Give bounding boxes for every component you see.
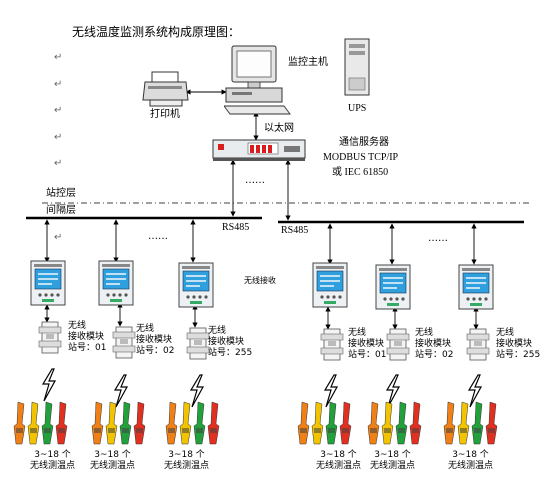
paragraph-mark: ↵ — [54, 79, 63, 90]
paragraph-mark: ↵ — [54, 158, 63, 169]
receiver-module-label-line: 接收模块 — [208, 337, 245, 347]
display-unit-icon — [178, 262, 214, 308]
sensor-group-label-line: 3~18 个 — [168, 450, 205, 460]
sensor-group-label: 3~18 个无线测温点 — [316, 450, 361, 472]
ups-icon — [344, 38, 370, 96]
wireless-signal-icon — [385, 374, 401, 408]
temperature-sensor-icon — [13, 401, 68, 445]
sensor-group-label-line: 无线测温点 — [448, 461, 494, 471]
communication-server-icon — [212, 139, 306, 161]
display-unit-icon — [375, 264, 411, 310]
paragraph-mark: ↵ — [54, 105, 63, 116]
receiver-module-icon — [186, 327, 210, 360]
sensor-group-label-line: 无线测温点 — [90, 461, 136, 471]
temperature-sensor-icon — [443, 401, 498, 445]
ups-label: UPS — [348, 103, 367, 114]
receiver-module-label-line: 站号：02 — [415, 350, 454, 360]
display-unit-icon — [98, 260, 134, 306]
sensor-group-label-line: 无线测温点 — [164, 461, 210, 471]
temperature-sensor-icon — [367, 401, 422, 445]
receiver-module-label-line: 站号：01 — [348, 350, 387, 360]
sensor-group-label-line: 3~18 个 — [94, 450, 131, 460]
wireless-signal-icon — [113, 374, 129, 408]
ellipsis: …… — [148, 231, 168, 242]
receiver-module-label: 无线接收模块站号：02 — [415, 328, 453, 361]
receiver-module-label-line: 无线 — [348, 328, 367, 338]
receiver-module-label-line: 无线 — [496, 328, 515, 338]
paragraph-mark: ↵ — [54, 132, 63, 143]
wireless-signal-icon — [467, 374, 483, 408]
receiver-module-label: 无线接收模块站号：255 — [496, 328, 540, 361]
rs485-label-left: RS485 — [222, 222, 250, 233]
sensor-group-label: 3~18 个无线测温点 — [370, 450, 415, 472]
receiver-module-icon — [38, 321, 62, 354]
receiver-module-label: 无线接收模块站号：255 — [208, 326, 252, 359]
receiver-module-icon — [466, 328, 490, 361]
receiver-module-label-line: 无线 — [68, 321, 87, 331]
sensor-group-label: 3~18 个无线测温点 — [90, 450, 135, 472]
display-unit-icon — [458, 264, 494, 310]
receiver-module-label: 无线接收模块站号：02 — [136, 324, 174, 357]
receiver-module-label-line: 站号：02 — [136, 346, 175, 356]
receiver-module-label-line: 接收模块 — [496, 339, 533, 349]
computer-icon — [224, 45, 291, 115]
receiver-module-label-line: 接收模块 — [348, 339, 385, 349]
receiver-module-label-line: 无线 — [415, 328, 434, 338]
sensor-group-label-line: 无线测温点 — [316, 461, 362, 471]
receiver-module-label-line: 无线 — [136, 324, 155, 334]
receiver-module-label-line: 无线 — [208, 326, 227, 336]
display-unit-icon — [30, 260, 66, 306]
sensor-group-label-line: 3~18 个 — [374, 450, 411, 460]
sensor-group-label: 3~18 个无线测温点 — [30, 450, 75, 472]
printer-icon — [142, 71, 189, 107]
comm-protocol-iec: 或 IEC 61850 — [332, 167, 389, 178]
ellipsis: …… — [428, 233, 448, 244]
sensor-group-label-line: 无线测温点 — [370, 461, 416, 471]
printer-label: 打印机 — [150, 109, 180, 120]
display-unit-icon — [312, 262, 348, 308]
diagram-title: 无线温度监测系统构成原理图： — [72, 25, 241, 39]
sensor-group-label: 3~18 个无线测温点 — [448, 450, 493, 472]
receiver-module-icon — [386, 328, 410, 361]
station-layer-label: 站控层 — [46, 188, 76, 199]
receiver-module-label-line: 站号：255 — [208, 348, 253, 358]
wireless-signal-icon — [323, 374, 339, 408]
sensor-group-label: 3~18 个无线测温点 — [164, 450, 209, 472]
receiver-module-label-line: 接收模块 — [415, 339, 452, 349]
receiver-module-label-line: 站号：01 — [68, 343, 107, 353]
bay-layer-label: 间隔层 — [46, 205, 76, 216]
receiver-module-label-line: 接收模块 — [68, 332, 105, 342]
sensor-group-label-line: 3~18 个 — [34, 450, 71, 460]
receiver-module-icon — [112, 326, 136, 359]
temperature-sensor-icon — [165, 401, 220, 445]
wireless-receiver-label: 无线接收 — [244, 276, 276, 285]
paragraph-mark: ↵ — [54, 52, 63, 63]
wireless-signal-icon — [41, 368, 57, 402]
ethernet-label: 以太网 — [264, 123, 294, 134]
receiver-module-label: 无线接收模块站号：01 — [348, 328, 386, 361]
temperature-sensor-icon — [297, 401, 352, 445]
ellipsis: …… — [245, 175, 265, 186]
sensor-group-label-line: 3~18 个 — [320, 450, 357, 460]
receiver-module-label-line: 站号：255 — [496, 350, 541, 360]
receiver-module-label: 无线接收模块站号：01 — [68, 321, 106, 354]
comm-server-label: 通信服务器 — [339, 137, 389, 148]
host-label: 监控主机 — [288, 57, 328, 68]
sensor-group-label-line: 无线测温点 — [30, 461, 76, 471]
comm-protocol-modbus: MODBUS TCP/IP — [323, 152, 399, 163]
receiver-module-label-line: 接收模块 — [136, 335, 173, 345]
sensor-group-label-line: 3~18 个 — [452, 450, 489, 460]
wireless-signal-icon — [189, 374, 205, 408]
receiver-module-icon — [320, 328, 344, 361]
temperature-sensor-icon — [91, 401, 146, 445]
paragraph-mark: ↵ — [54, 232, 63, 243]
rs485-label-right: RS485 — [281, 225, 309, 236]
